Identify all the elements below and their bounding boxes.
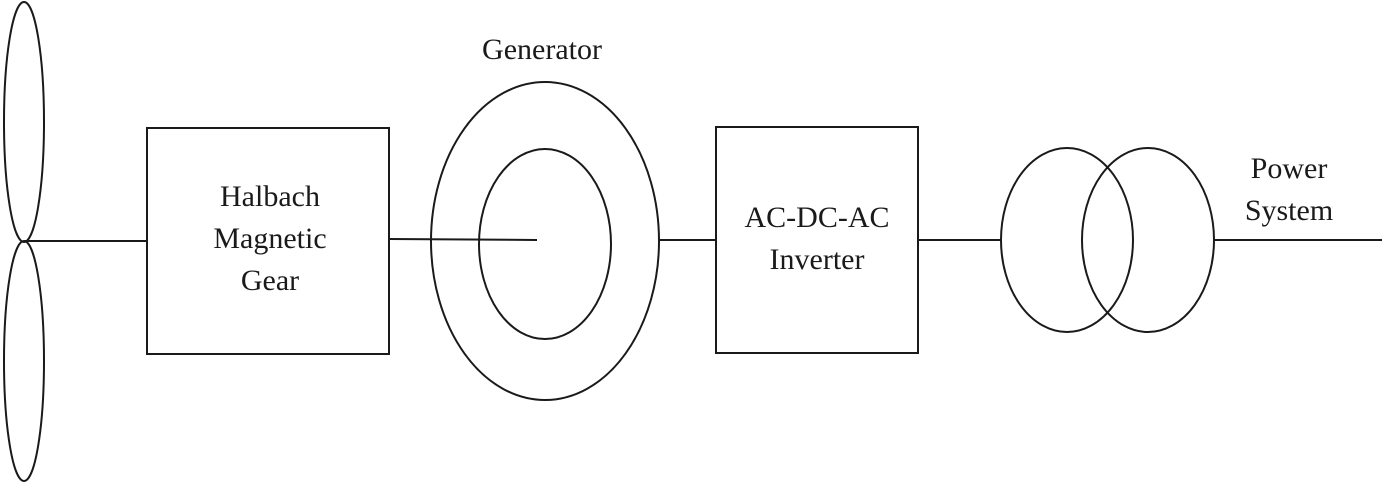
gear-label-line-1: Halbach: [220, 180, 320, 213]
gear-label-line-3: Gear: [240, 264, 300, 297]
turbine-blade-top: [3, 1, 45, 243]
turbine-blade-bottom: [3, 240, 45, 482]
gear-box: [146, 127, 390, 355]
gear-output-shaft: [388, 238, 538, 241]
gear-label-line-2: Magnetic: [213, 222, 327, 255]
inverter-label-line-2: Inverter: [769, 243, 865, 276]
generator-outer-ring: [430, 81, 660, 401]
transformer-coil-primary: [1000, 147, 1134, 333]
transformer-coil-secondary: [1081, 147, 1215, 333]
inverter-label: AC-DC-AC Inverter: [722, 197, 912, 281]
generator-inner-ring: [478, 148, 612, 340]
gear-label: Halbach Magnetic Gear: [172, 176, 368, 302]
power-system-label-line-1: Power: [1250, 152, 1328, 185]
generator-label: Generator: [482, 33, 602, 66]
power-system-label: Power System: [1222, 148, 1356, 232]
inverter-label-line-1: AC-DC-AC: [744, 201, 890, 234]
power-system-label-line-2: System: [1244, 194, 1334, 227]
